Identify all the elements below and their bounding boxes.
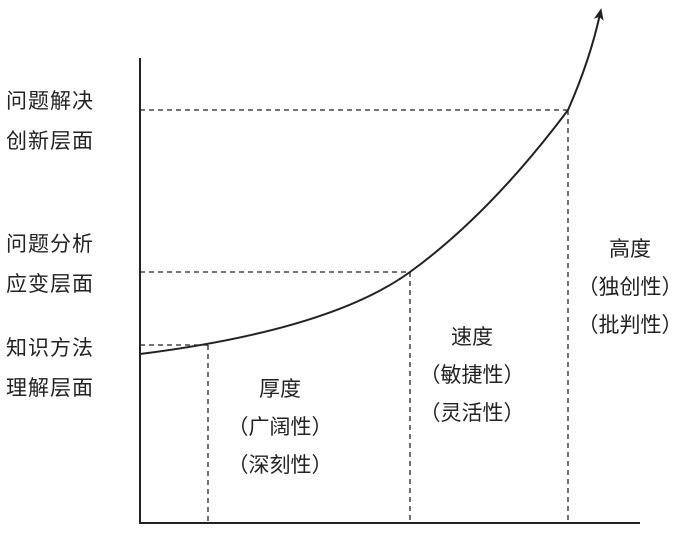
region-speed-sub1: （敏捷性） [419, 363, 525, 387]
level-top-line2: 创新层面 [6, 129, 94, 153]
region-speed-title: 速度 [451, 325, 493, 349]
level-label-mid: 问题分析 应变层面 [6, 224, 94, 304]
region-thickness-sub2: （深刻性） [227, 453, 333, 477]
level-top-line1: 问题解决 [6, 89, 94, 113]
region-thickness: 厚度 （广阔性） （深刻性） [220, 370, 340, 484]
level-low-line1: 知识方法 [6, 336, 94, 360]
region-height-title: 高度 [609, 237, 651, 261]
level-label-top: 问题解决 创新层面 [6, 81, 94, 161]
region-thickness-title: 厚度 [259, 377, 301, 401]
level-mid-line1: 问题分析 [6, 232, 94, 256]
region-height-sub1: （独创性） [577, 275, 683, 299]
region-speed-sub2: （灵活性） [419, 401, 525, 425]
level-mid-line2: 应变层面 [6, 272, 94, 296]
growth-curve [139, 8, 604, 355]
region-height-sub2: （批判性） [577, 313, 683, 337]
region-thickness-sub1: （广阔性） [227, 415, 333, 439]
level-label-low: 知识方法 理解层面 [6, 328, 94, 408]
level-low-line2: 理解层面 [6, 376, 94, 400]
region-speed: 速度 （敏捷性） （灵活性） [412, 318, 532, 432]
region-height: 高度 （独创性） （批判性） [570, 230, 690, 344]
